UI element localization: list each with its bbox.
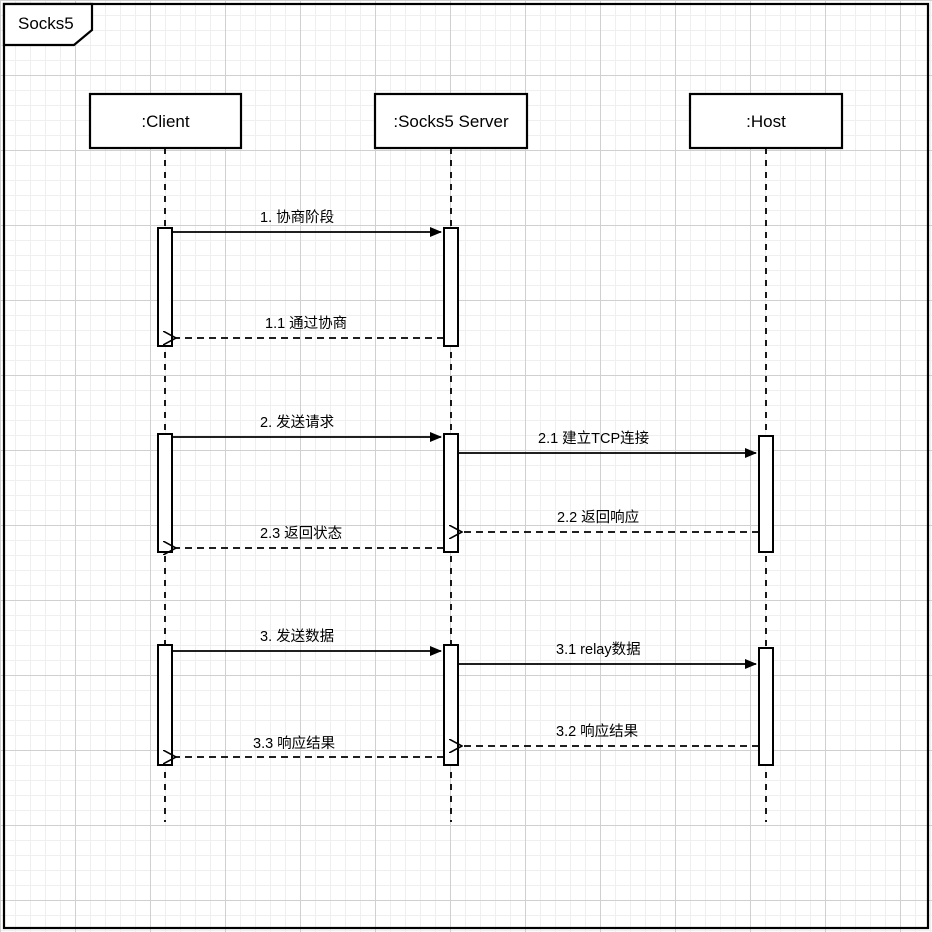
message-label-m2_2: 2.2 返回响应 — [557, 510, 640, 526]
participant-label-client: :Client — [141, 112, 190, 131]
participant-label-host: :Host — [746, 112, 786, 131]
participant-box-host[interactable] — [688, 92, 844, 150]
message-label-m3: 3. 发送数据 — [260, 629, 335, 645]
frame-label: Socks5 — [18, 14, 74, 33]
participant-label-server: :Socks5 Server — [393, 112, 509, 131]
message-label-m2: 2. 发送请求 — [260, 415, 335, 431]
frame-label-tab — [2, 2, 94, 47]
message-label-m2_1: 2.1 建立TCP连接 — [538, 431, 650, 447]
message-label-m1_1: 1.1 通过协商 — [265, 316, 348, 332]
activation-bar-server-3 — [443, 644, 459, 766]
activation-bar-server-1 — [443, 227, 459, 347]
message-label-m1: 1. 协商阶段 — [260, 210, 335, 226]
participant-box-client[interactable] — [88, 92, 243, 150]
activation-bar-server-2 — [443, 433, 459, 553]
activation-bar-client-3 — [157, 644, 173, 766]
message-label-m2_3: 2.3 返回状态 — [260, 526, 343, 542]
participant-box-server[interactable] — [373, 92, 529, 150]
message-label-m3_2: 3.2 响应结果 — [556, 724, 639, 740]
message-label-m3_1: 3.1 relay数据 — [556, 642, 641, 658]
activation-bar-client-2 — [157, 433, 173, 553]
activation-bar-host-2 — [758, 435, 774, 553]
activation-bar-client-1 — [157, 227, 173, 347]
message-label-m3_3: 3.3 响应结果 — [253, 736, 336, 752]
activation-bar-host-3 — [758, 647, 774, 766]
